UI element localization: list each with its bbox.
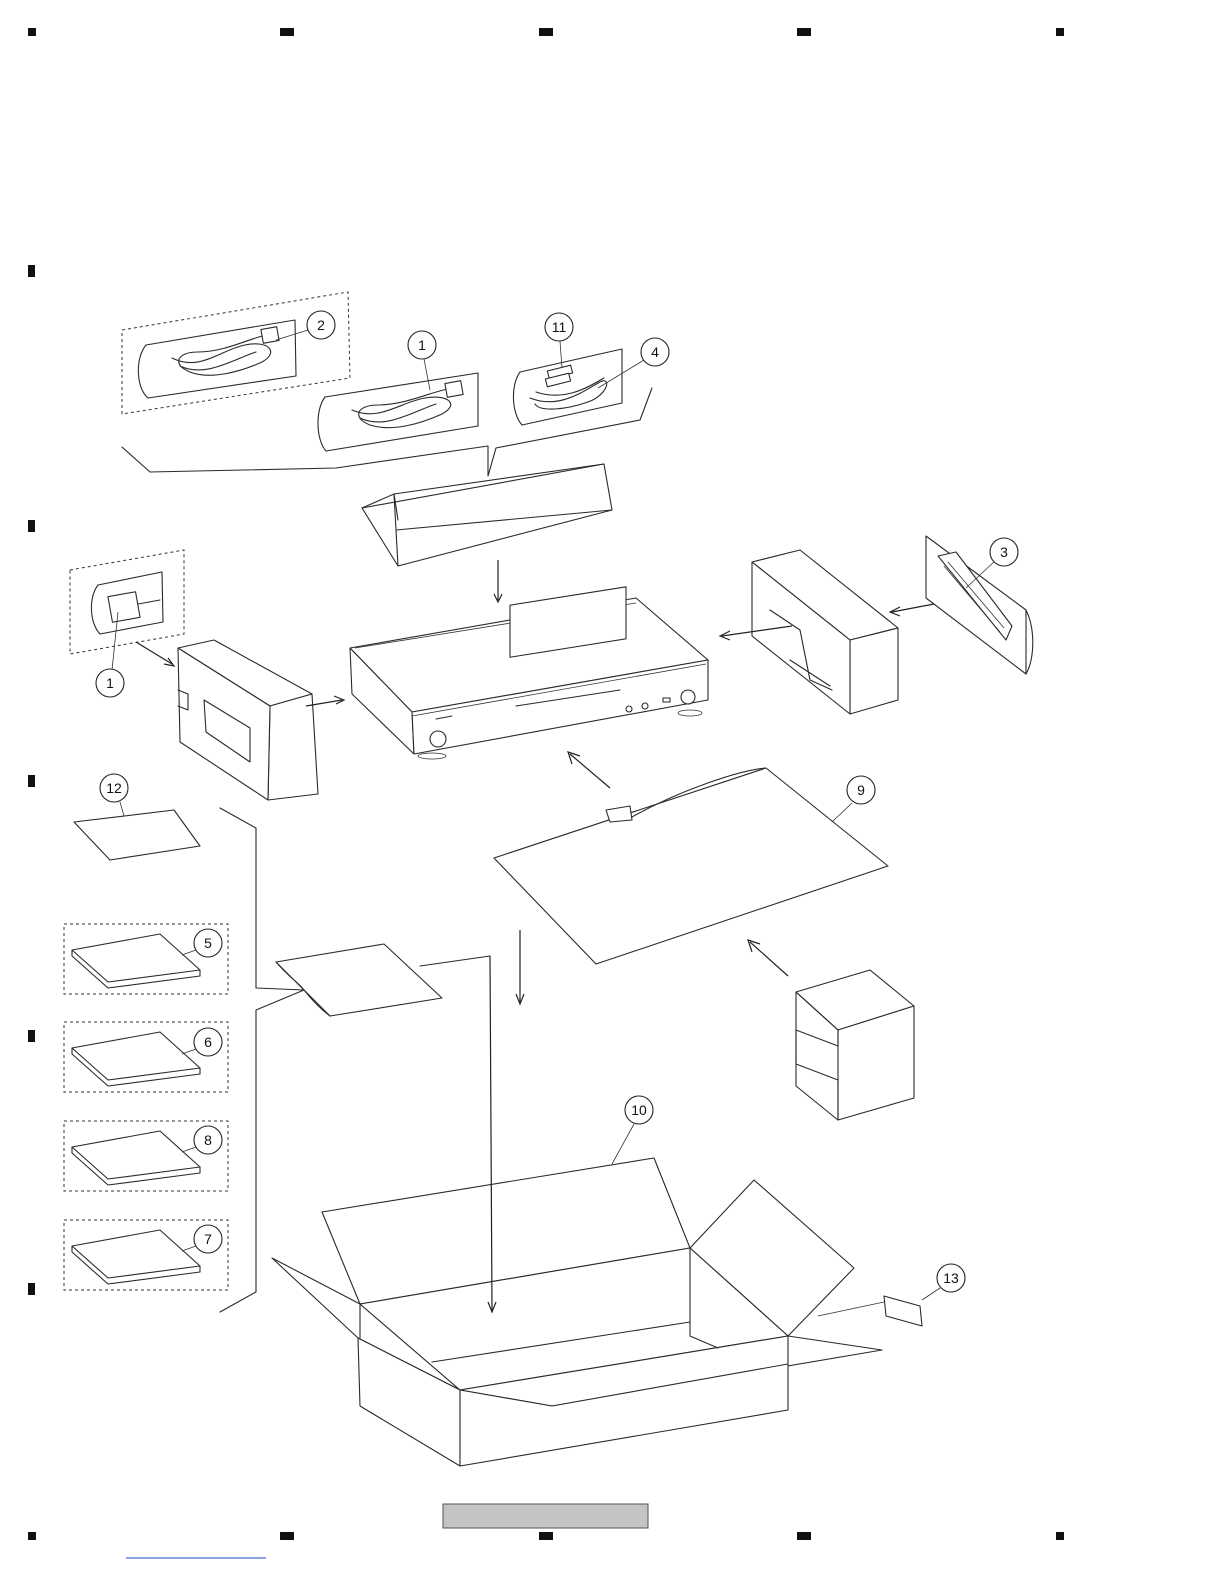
callout-badge-7: 7: [194, 1225, 222, 1253]
accessory-group-bracket: [122, 388, 652, 476]
callout-number: 2: [317, 317, 325, 333]
callout-badge-9: 9: [847, 776, 875, 804]
protective-sheet: [494, 768, 888, 964]
document-sheet-12: [74, 810, 200, 860]
callout-number: 13: [943, 1270, 959, 1286]
callout-badge-3: 3: [990, 538, 1018, 566]
callout-number: 4: [651, 344, 659, 360]
callout-badge-11: 11: [545, 313, 573, 341]
callout-badge-8: 8: [194, 1126, 222, 1154]
callout-number: 7: [204, 1231, 212, 1247]
callout-badge-1-left: 1: [96, 669, 124, 697]
callout-badge-4: 4: [641, 338, 669, 366]
right-end-cushion: [752, 550, 898, 714]
callout-number: 1: [418, 337, 426, 353]
callout-badge-1-top: 1: [408, 331, 436, 359]
callout-number: 6: [204, 1034, 212, 1050]
callout-badge-10: 10: [625, 1096, 653, 1124]
callout-number: 12: [106, 780, 122, 796]
callout-badge-12: 12: [100, 774, 128, 802]
callout-number: 8: [204, 1132, 212, 1148]
power-cord-bag-1: [318, 373, 478, 451]
accessory-carton: [362, 464, 612, 566]
callout-number: 3: [1000, 544, 1008, 560]
player-main-unit: [350, 587, 708, 759]
callout-badge-13: 13: [937, 1264, 965, 1292]
plug-adapter-bag: [70, 550, 184, 654]
callout-number: 5: [204, 935, 212, 951]
callout-number: 1: [106, 675, 114, 691]
battery-cable-bag: [513, 349, 622, 425]
footer-page-bar: [443, 1504, 648, 1528]
bottom-end-cushion: [796, 970, 914, 1120]
left-end-cushion: [178, 640, 318, 800]
callout-badge-6: 6: [194, 1028, 222, 1056]
callout-number: 11: [552, 319, 567, 335]
power-cord-bag-2: [122, 292, 350, 414]
callout-badge-2: 2: [307, 311, 335, 339]
label-sticker-13: [818, 1296, 922, 1326]
shipping-carton: [272, 1158, 882, 1466]
callout-number: 10: [631, 1102, 647, 1118]
callout-number: 9: [857, 782, 865, 798]
callout-badge-5: 5: [194, 929, 222, 957]
